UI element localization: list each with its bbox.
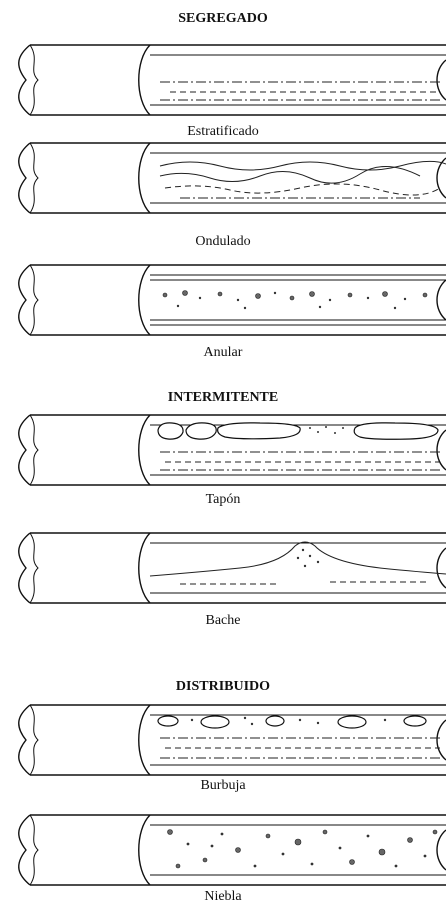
label-slug: Bache: [206, 613, 241, 628]
pipe-stratified: [18, 44, 446, 116]
header-segregated: SEGREGADO: [178, 11, 268, 26]
pipe-slug: [18, 532, 446, 604]
label-plug: Tapón: [206, 492, 241, 507]
pipe-annular: [18, 264, 446, 336]
label-wavy: Ondulado: [195, 234, 250, 249]
pipe-mist: [18, 814, 446, 886]
pipe-wavy: [18, 142, 446, 214]
label-bubble: Burbuja: [200, 778, 246, 793]
label-annular: Anular: [204, 345, 243, 360]
pipe-bubble: [18, 704, 446, 776]
label-stratified: Estratificado: [187, 124, 259, 139]
pipe-plug: [18, 414, 446, 486]
label-mist: Niebla: [204, 889, 242, 904]
header-intermittent: INTERMITENTE: [168, 390, 278, 405]
header-distributed: DISTRIBUIDO: [176, 679, 270, 694]
